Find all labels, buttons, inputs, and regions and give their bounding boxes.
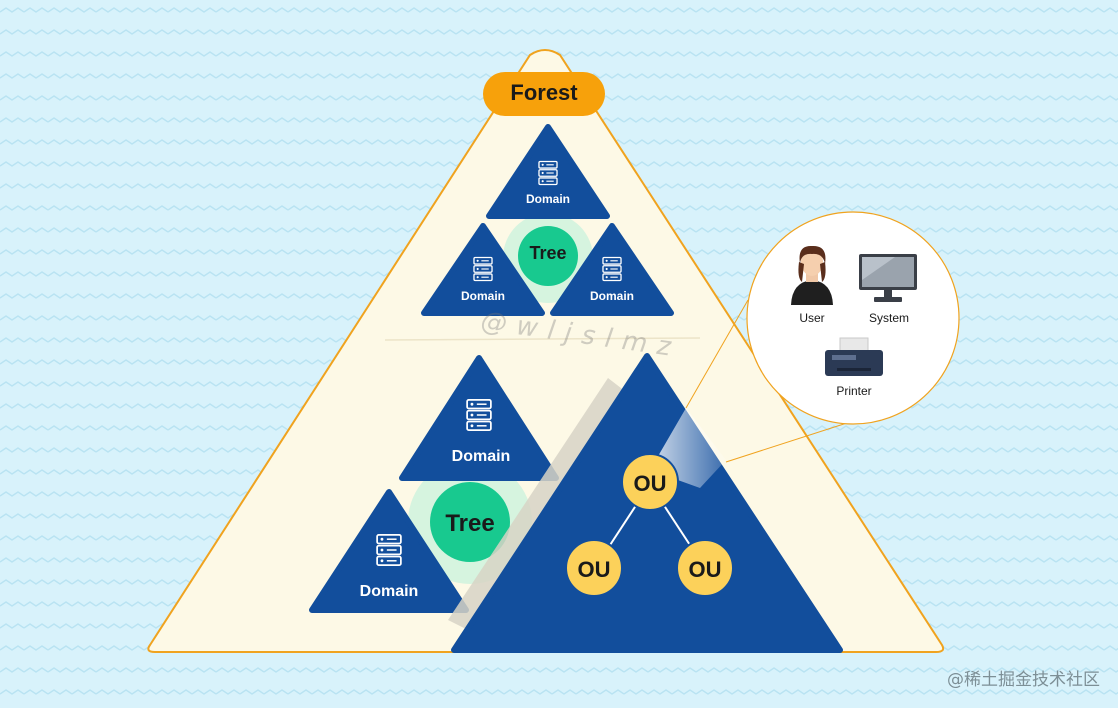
zoom-line-bottom: [725, 421, 851, 463]
upper-tree-label: Tree: [529, 243, 566, 263]
lower-domain-top: Domain: [399, 355, 559, 481]
lower-tree-circle: [430, 482, 510, 562]
domain-label: Domain: [526, 192, 570, 206]
ou-label: OU: [578, 557, 611, 582]
ou-triangle-shadow: [448, 378, 630, 630]
printer-icon: [825, 337, 883, 376]
upper-tree: Domain Domain Domain Tree: [421, 124, 674, 316]
upper-domain-left: Domain: [421, 223, 545, 316]
ou-root-node: OU: [621, 453, 679, 511]
domain-label: Domain: [452, 448, 511, 465]
domain-label: Domain: [461, 289, 505, 303]
user-icon: [791, 245, 833, 305]
lower-tree: Domain Domain Tree: [309, 355, 559, 613]
upper-domain-right: Domain: [550, 223, 674, 316]
domain-label: Domain: [590, 289, 634, 303]
forest-divider: [384, 337, 701, 341]
domain-label: Domain: [360, 583, 419, 600]
forest-label: Forest: [510, 80, 578, 105]
ou-child-node-left: OU: [565, 539, 623, 597]
user-label: User: [799, 311, 824, 325]
system-label: System: [869, 311, 909, 325]
lower-domain-bottom: Domain: [309, 489, 469, 613]
ou-label: OU: [634, 471, 667, 496]
lower-tree-label: Tree: [445, 510, 494, 537]
source-credit: @稀土掘金技术社区: [947, 670, 1100, 690]
printer-label: Printer: [836, 384, 871, 398]
forest-badge: Forest: [483, 72, 605, 116]
upper-domain-top: Domain: [486, 124, 610, 219]
upper-tree-circle: [518, 226, 578, 286]
ou-child-node-right: OU: [676, 539, 734, 597]
monitor-icon: [859, 254, 917, 302]
ou-label: OU: [689, 557, 722, 582]
ou-container: OU OU OU: [451, 353, 843, 653]
ou-objects-callout: User System Printer: [746, 211, 960, 425]
zoom-line-top: [685, 299, 749, 409]
